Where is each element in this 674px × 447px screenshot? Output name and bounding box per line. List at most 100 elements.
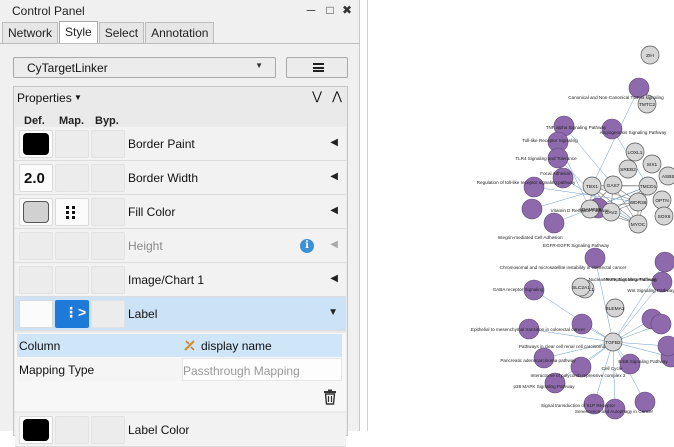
property-row-label-color[interactable]: Label Color [15, 413, 346, 447]
column-header-bypass: Byp. [95, 115, 119, 127]
bypass-cell[interactable] [91, 198, 125, 226]
pathway-node[interactable] [601, 118, 623, 140]
expand-arrow-icon[interactable]: ◀ [330, 273, 338, 284]
minimize-icon[interactable]: ─ [306, 3, 316, 17]
pathway-node[interactable] [634, 391, 656, 413]
default-value-cell[interactable] [19, 416, 53, 444]
expand-arrow-icon[interactable]: ◀ [330, 137, 338, 148]
mapping-column-row[interactable]: Column display name [17, 334, 342, 357]
pathway-node[interactable] [518, 318, 540, 340]
default-value-cell[interactable] [19, 266, 53, 294]
pathway-node[interactable] [571, 313, 593, 335]
gene-node[interactable] [637, 94, 657, 114]
style-options-menu-button[interactable] [286, 57, 348, 78]
property-row-height[interactable]: Height i ◀ [15, 229, 346, 263]
mapping-editor: Column display name Mapping Type Passthr… [15, 333, 346, 411]
default-value-cell[interactable] [19, 300, 53, 328]
mapping-cell[interactable] [55, 198, 89, 226]
float-window-icon[interactable]: □ [326, 3, 334, 17]
tab-style[interactable]: Style [59, 21, 98, 43]
info-icon[interactable]: i [300, 239, 314, 253]
tab-annotation[interactable]: Annotation [145, 22, 215, 43]
gene-node[interactable] [638, 176, 658, 196]
expand-all-icon[interactable]: ⋁ [312, 89, 322, 103]
pathway-node[interactable] [657, 335, 674, 357]
mapping-cell[interactable] [55, 130, 89, 158]
expand-arrow-icon[interactable]: ◀ [330, 171, 338, 182]
property-row-image-chart[interactable]: Image/Chart 1 ◀ [15, 263, 346, 297]
pathway-node[interactable] [521, 198, 543, 220]
gene-node[interactable] [640, 45, 660, 65]
gene-node[interactable] [601, 202, 621, 222]
pathway-node[interactable] [547, 147, 569, 169]
mapping-cell[interactable] [55, 416, 89, 444]
property-row-fill-color[interactable]: Fill Color ◀ [15, 195, 346, 229]
pathway-node[interactable] [523, 279, 545, 301]
trash-icon[interactable] [322, 389, 338, 405]
default-value-cell[interactable] [19, 198, 53, 226]
property-row-border-width[interactable]: 2.0 Border Width ◀ [15, 161, 346, 195]
property-row-label[interactable]: ⋮> Label ▼ [15, 297, 346, 331]
gene-node[interactable] [628, 192, 648, 212]
mapping-cell[interactable] [55, 164, 89, 192]
expand-arrow-icon[interactable]: ◀ [330, 205, 338, 216]
gene-node[interactable] [580, 199, 600, 219]
gene-node[interactable] [603, 175, 623, 195]
pathway-node[interactable] [523, 176, 545, 198]
bypass-cell[interactable] [91, 164, 125, 192]
bypass-cell[interactable] [91, 266, 125, 294]
pathway-node[interactable] [651, 271, 673, 293]
style-selector-dropdown[interactable]: CyTargetLinker ▼ [13, 57, 276, 78]
pathway-node[interactable] [543, 212, 565, 234]
default-value-cell[interactable]: 2.0 [19, 164, 53, 192]
close-icon[interactable]: ✖ [341, 3, 353, 17]
gene-node[interactable] [603, 332, 623, 352]
pathway-node[interactable] [552, 167, 574, 189]
gene-node[interactable] [642, 154, 662, 174]
mapping-cell[interactable] [55, 266, 89, 294]
collapse-arrow-icon[interactable]: ▼ [328, 307, 338, 318]
properties-caret-icon[interactable]: ▼ [74, 93, 82, 102]
pathway-node[interactable] [544, 372, 566, 394]
pathway-node[interactable] [583, 393, 605, 415]
panel-titlebar: Control Panel ─ □ ✖ [0, 0, 360, 22]
gene-node[interactable] [658, 166, 674, 186]
gene-node-label: TMCD1 [640, 184, 657, 190]
passthrough-mapping-cell[interactable]: ⋮> [55, 300, 89, 328]
column-type-icon [184, 340, 195, 351]
pathway-node[interactable] [570, 356, 592, 378]
gene-node[interactable] [605, 298, 625, 318]
gene-node[interactable] [628, 214, 648, 234]
gene-node[interactable] [625, 142, 645, 162]
pathway-node[interactable] [619, 353, 641, 375]
gene-node[interactable] [618, 159, 638, 179]
gene-node-label: TMTC2 [639, 102, 655, 108]
mapping-column-value[interactable]: display name [182, 334, 342, 357]
collapse-all-icon[interactable]: ⋀ [332, 89, 342, 103]
gene-node[interactable] [582, 176, 602, 196]
property-row-border-paint[interactable]: Border Paint ◀ [15, 127, 346, 161]
properties-label[interactable]: Properties [17, 91, 72, 105]
bypass-cell[interactable] [91, 416, 125, 444]
gene-node[interactable] [571, 277, 591, 297]
mapping-type-row[interactable]: Mapping Type Passthrough Mapping [17, 358, 342, 381]
gene-node-label: ASB5 [662, 174, 674, 180]
pathway-node[interactable] [604, 398, 626, 420]
default-value-cell[interactable] [19, 130, 53, 158]
tab-select[interactable]: Select [98, 22, 145, 43]
pathway-node-label: MAPK Signaling Pathway [604, 277, 657, 282]
pathway-node[interactable] [628, 77, 650, 99]
bypass-cell[interactable] [91, 130, 125, 158]
pathway-node[interactable] [584, 247, 606, 269]
gene-node-label: GAS7 [607, 183, 620, 189]
gene-node-label: BLEMA1 [606, 306, 625, 312]
gene-node[interactable] [654, 206, 674, 226]
mapping-type-value[interactable]: Passthrough Mapping [182, 358, 342, 381]
pathway-node[interactable] [654, 251, 674, 273]
pathway-node[interactable] [650, 313, 672, 335]
bypass-cell[interactable] [91, 300, 125, 328]
pathway-node[interactable] [533, 347, 555, 369]
tab-network[interactable]: Network [2, 22, 59, 43]
